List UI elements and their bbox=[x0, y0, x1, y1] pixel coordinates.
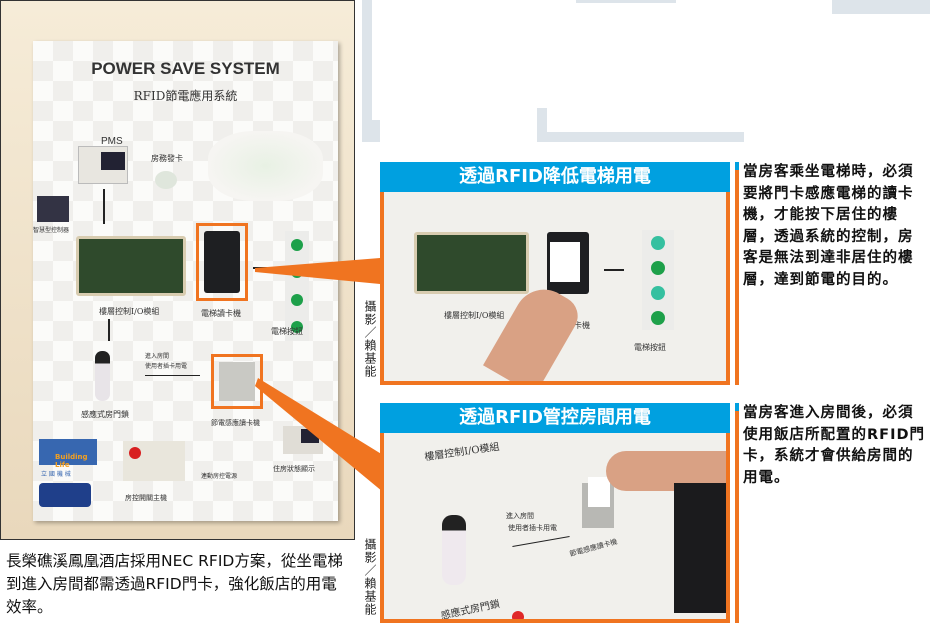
card-issuer-device bbox=[155, 171, 177, 189]
elevator-reader-highlight bbox=[196, 223, 248, 301]
controller-board bbox=[37, 196, 69, 222]
photo-caption: 長榮礁溪鳳凰酒店採用NEC RFID方案，從坐電梯到進入房間都需透過RFID門卡… bbox=[6, 552, 343, 616]
room-description: 當房客進入房間後，必須使用飯店所配置的RFID門卡，系統才會供給房間的用電。 bbox=[743, 405, 926, 486]
door-lock-label: 感應式房門鎖 bbox=[81, 410, 129, 419]
io-module bbox=[414, 232, 529, 294]
elevator-buttons bbox=[285, 231, 309, 341]
elevator-buttons bbox=[642, 230, 674, 330]
arrow bbox=[103, 189, 105, 224]
network-diagram bbox=[208, 131, 323, 201]
power-reader-label: 節電感應讀卡機 bbox=[568, 537, 619, 559]
io-module bbox=[76, 236, 186, 296]
accent-bar bbox=[735, 162, 739, 170]
pms-label: PMS bbox=[101, 136, 123, 147]
company-logo bbox=[39, 483, 91, 507]
enter-room-label: 進入房間 bbox=[506, 512, 534, 520]
door-lock bbox=[95, 351, 110, 401]
auto-power-label: 連動房控電源 bbox=[201, 473, 238, 480]
photo-credit: 攝影／賴基能 bbox=[363, 300, 377, 378]
elevator-reader-label: 電梯讀卡機 bbox=[201, 309, 241, 318]
black-bag bbox=[674, 483, 726, 613]
insert-card-label: 使用者插卡用電 bbox=[508, 524, 557, 532]
background-decoration bbox=[537, 108, 547, 142]
elevator-demo-photo: 樓層控制I/O模組 卡機 電梯按鈕 bbox=[380, 192, 730, 385]
power-reader-label: 節電感應讀卡機 bbox=[211, 419, 260, 427]
door-lock bbox=[442, 515, 466, 585]
background-decoration bbox=[576, 0, 676, 3]
room-control-button bbox=[512, 611, 524, 619]
arrow bbox=[512, 535, 570, 548]
door-lock-label: 感應式房門鎖 bbox=[439, 598, 501, 623]
room-control-label: 房控開關主機 bbox=[125, 494, 167, 502]
accent-bar bbox=[735, 403, 739, 411]
section-header-room: 透過RFID管控房間用電 bbox=[380, 403, 730, 433]
elevator-buttons-label: 電梯按鈕 bbox=[634, 343, 666, 352]
hand bbox=[483, 278, 585, 381]
brand-sub-label: 立 國 機 械 bbox=[41, 471, 71, 478]
callout-connector-elevator bbox=[255, 258, 380, 284]
board-title: POWER SAVE SYSTEM bbox=[91, 59, 280, 78]
io-module-label: 樓層控制I/O模組 bbox=[99, 307, 160, 316]
elevator-description: 當房客乘坐電梯時，必須要將門卡感應電梯的讀卡機，才能按下居住的樓層，透過系統的控… bbox=[743, 164, 914, 288]
background-decoration bbox=[537, 132, 744, 142]
power-reader bbox=[219, 362, 255, 401]
room-demo-photo: 樓層控制I/O模組 感應式房門鎖 進入房間 使用者插卡用電 節電感應讀卡機 bbox=[380, 433, 730, 623]
building-life-logo: Building Life bbox=[39, 439, 97, 469]
computer-icon bbox=[78, 146, 128, 184]
enter-room-label: 進入房間 bbox=[145, 353, 170, 360]
status-display-label: 住房狀態顯示 bbox=[273, 465, 315, 473]
photo-credit: 攝影／賴基能 bbox=[363, 538, 377, 616]
background-decoration bbox=[362, 0, 372, 140]
insert-card-label: 使用者插卡用電 bbox=[145, 363, 188, 370]
elevator-buttons-label: 電梯按鈕 bbox=[271, 327, 303, 336]
background-decoration bbox=[362, 120, 380, 142]
exhibit-board-photo: POWER SAVE SYSTEM RFID節電應用系統 PMS 房務發卡 智慧… bbox=[0, 0, 355, 540]
arrow bbox=[145, 375, 200, 376]
arrow bbox=[108, 319, 110, 341]
accent-bar bbox=[735, 170, 739, 385]
callout-connector-room bbox=[255, 378, 383, 492]
room-control-unit bbox=[123, 441, 185, 481]
power-reader bbox=[582, 477, 614, 528]
reader-label: 卡機 bbox=[574, 321, 590, 330]
elevator-reader bbox=[547, 232, 589, 294]
elevator-reader bbox=[204, 231, 240, 293]
io-module-label: 樓層控制I/O模組 bbox=[423, 441, 501, 464]
card-issuer-label: 房務發卡 bbox=[151, 154, 183, 163]
section-header-elevator: 透過RFID降低電梯用電 bbox=[380, 162, 730, 192]
io-module-label: 樓層控制I/O模組 bbox=[444, 311, 505, 320]
arrow bbox=[604, 269, 624, 271]
accent-bar bbox=[735, 411, 739, 623]
background-decoration bbox=[832, 0, 930, 14]
board-subtitle: RFID節電應用系統 bbox=[133, 89, 238, 103]
smart-controller-label: 智慧型控制器 bbox=[33, 227, 70, 234]
